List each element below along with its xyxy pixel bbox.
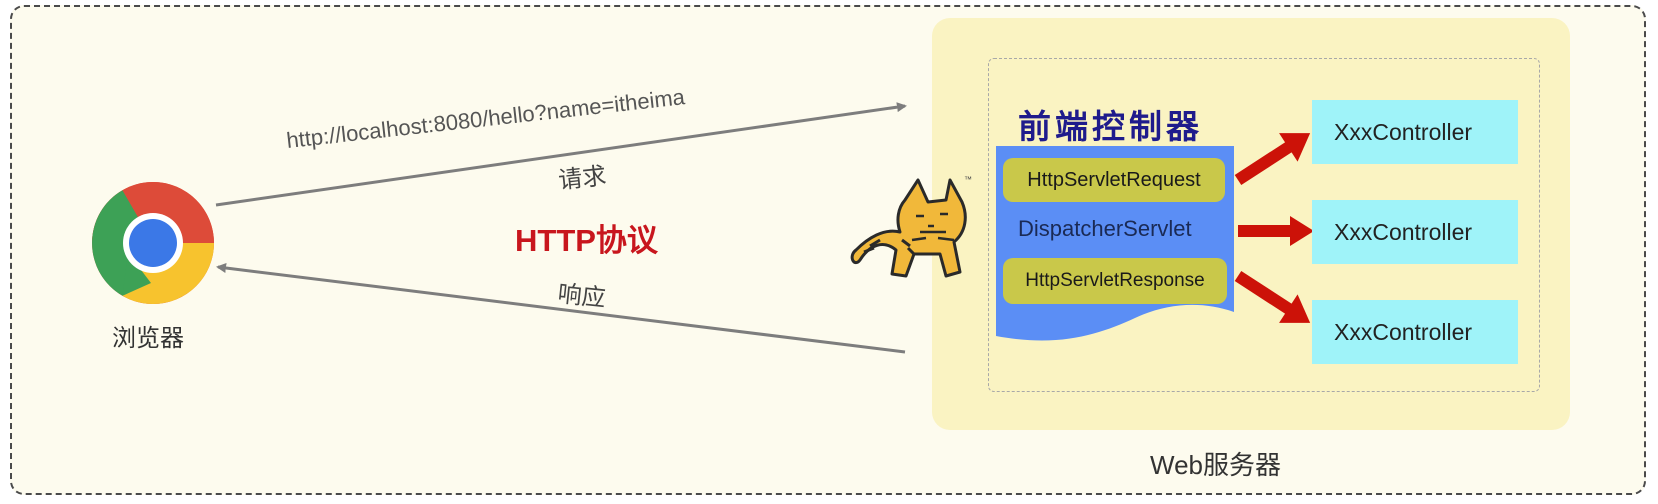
- request-label: 请求: [557, 162, 608, 195]
- server-inner-boundary: [988, 58, 1540, 392]
- tomcat-cat-icon: ™: [850, 175, 972, 278]
- controller-box: XxxController: [1312, 300, 1518, 364]
- dispatch-arrows: [1234, 133, 1314, 323]
- response-label: 响应: [556, 280, 607, 313]
- controller-box: XxxController: [1312, 200, 1518, 264]
- front-controller-title: 前端控制器: [1018, 107, 1203, 146]
- web-server-label: Web服务器: [1150, 450, 1281, 480]
- http-servlet-response-box: HttpServletResponse: [1003, 258, 1227, 304]
- http-servlet-request-box: HttpServletRequest: [1003, 158, 1225, 202]
- response-arrow: [216, 263, 906, 354]
- controller-box: XxxController: [1312, 100, 1518, 164]
- browser-label: 浏览器: [112, 325, 184, 352]
- svg-text:™: ™: [964, 175, 972, 184]
- protocol-label: HTTP协议: [515, 223, 658, 258]
- request-arrow: [215, 102, 907, 207]
- chrome-icon: [92, 182, 214, 304]
- dispatcher-servlet-label: DispatcherServlet: [1018, 216, 1192, 241]
